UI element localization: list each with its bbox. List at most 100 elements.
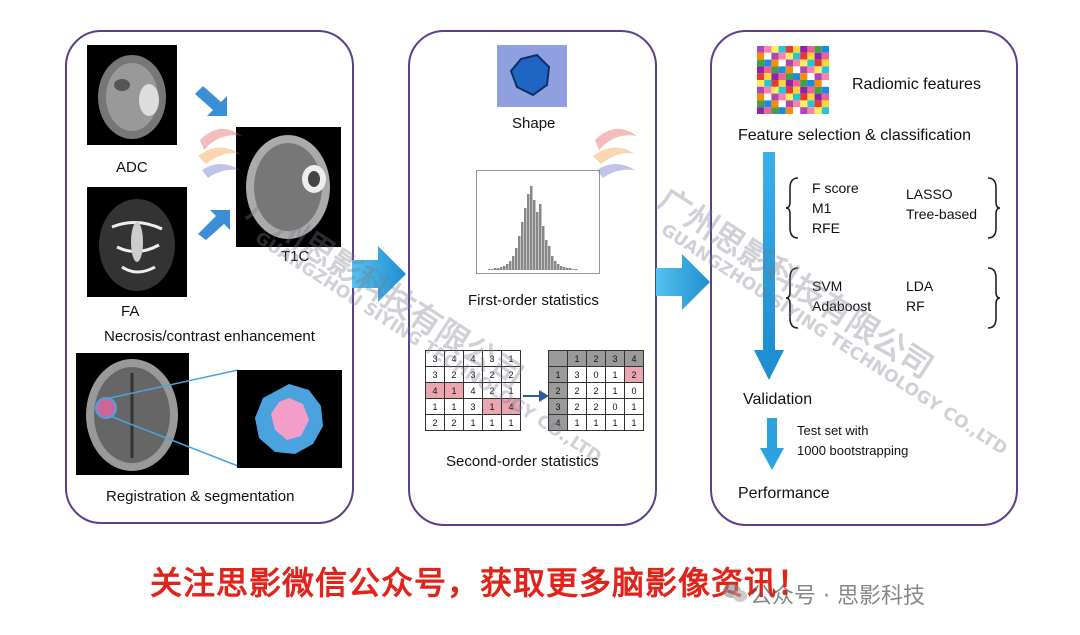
mosaic-cell <box>814 107 822 114</box>
mosaic-cell <box>771 80 779 87</box>
histogram-bar <box>563 267 566 270</box>
second-order-label: Second-order statistics <box>446 453 599 470</box>
mosaic-cell <box>771 107 779 114</box>
mosaic-cell <box>771 66 779 74</box>
wechat-tag: 公众号 · 思影科技 <box>750 584 925 609</box>
t1c-image <box>236 127 341 247</box>
mosaic-cell <box>771 59 779 67</box>
mosaic-cell <box>757 100 765 108</box>
mosaic-cell <box>800 100 808 108</box>
mosaic-cell <box>757 59 765 67</box>
mosaic-cell <box>764 86 772 94</box>
mosaic-cell <box>778 66 786 74</box>
mosaic-cell <box>814 100 822 108</box>
mosaic-cell <box>800 86 808 94</box>
matrix-cell: 2 <box>425 414 445 431</box>
histogram-bar <box>524 208 527 270</box>
histogram-bar <box>515 248 518 270</box>
mosaic-cell <box>793 52 801 60</box>
matrix-header-cell: 1 <box>548 366 568 383</box>
histogram-bar <box>506 264 509 270</box>
matrix-arrow-icon <box>523 390 549 402</box>
mosaic-cell <box>764 93 772 101</box>
matrix-cell: 1 <box>605 382 625 399</box>
matrix-cell: 1 <box>501 382 521 399</box>
performance-label: Performance <box>738 485 830 502</box>
zoom-lines-icon <box>109 369 239 467</box>
mosaic-cell <box>778 73 786 80</box>
matrix-cell: 2 <box>567 398 587 415</box>
mosaic-cell <box>821 93 829 101</box>
matrix-cell: 2 <box>482 366 502 383</box>
mosaic-cell <box>800 80 808 87</box>
matrix-cell: 1 <box>444 398 464 415</box>
mosaic-cell <box>778 52 786 60</box>
mosaic-cell <box>800 107 808 114</box>
necrosis-label: Necrosis/contrast enhancement <box>104 328 315 345</box>
mosaic-cell <box>785 86 793 94</box>
mosaic-cell <box>785 100 793 108</box>
mosaic-cell <box>757 66 765 74</box>
mosaic-cell <box>793 86 801 94</box>
segmentation-image <box>237 370 342 468</box>
mosaic-cell <box>785 93 793 101</box>
histogram-bar <box>530 186 533 270</box>
fa-label: FA <box>121 303 140 320</box>
matrix-cell: 2 <box>444 366 464 383</box>
matrix-cell: 1 <box>482 414 502 431</box>
matrix-cell: 4 <box>501 398 521 415</box>
mosaic-cell <box>785 46 793 53</box>
matrix-cell: 2 <box>586 398 606 415</box>
mosaic-cell <box>785 73 793 80</box>
method-f-score: F score <box>812 180 859 196</box>
mosaic-cell <box>807 107 815 114</box>
mosaic-cell <box>807 59 815 67</box>
histogram-bar <box>491 269 494 270</box>
mosaic-cell <box>778 46 786 53</box>
matrix-cell: 1 <box>624 414 644 431</box>
method-m1: M1 <box>812 200 832 216</box>
matrix-cell: 2 <box>586 382 606 399</box>
histogram-bar <box>545 240 548 270</box>
mosaic-cell <box>793 93 801 101</box>
performance-arrow-icon <box>760 418 784 470</box>
mosaic-cell <box>764 46 772 53</box>
mosaic-cell <box>800 46 808 53</box>
matrix-cell: 2 <box>444 414 464 431</box>
selection-label: Feature selection & classification <box>738 127 971 144</box>
mosaic-cell <box>793 46 801 53</box>
matrix-cell: 0 <box>624 382 644 399</box>
mosaic-cell <box>814 66 822 74</box>
fa-image <box>87 187 187 297</box>
radiomic-features-label: Radiomic features <box>852 76 981 93</box>
promo-text: 关注思影微信公众号，获取更多脑影像资讯！ <box>150 564 811 602</box>
mosaic-cell <box>821 107 829 114</box>
tumor-shape-icon <box>497 45 567 107</box>
histogram-bar <box>548 246 551 270</box>
histogram-bar <box>536 212 539 270</box>
matrix-cell: 4 <box>463 382 483 399</box>
histogram-bar <box>521 222 524 270</box>
matrix-cell: 2 <box>501 366 521 383</box>
matrix-cell: 1 <box>463 414 483 431</box>
right-brace-icon <box>987 267 1000 329</box>
mosaic-cell <box>764 66 772 74</box>
histogram-icon <box>476 170 600 274</box>
mosaic-cell <box>757 46 765 53</box>
histogram-bar <box>512 256 515 270</box>
left-brace-icon <box>786 177 799 239</box>
mosaic-cell <box>785 80 793 87</box>
mosaic-cell <box>771 93 779 101</box>
classifier-rf: RF <box>906 298 925 314</box>
mosaic-cell <box>793 80 801 87</box>
mosaic-cell <box>785 66 793 74</box>
histogram-bar <box>509 261 512 270</box>
mosaic-cell <box>814 52 822 60</box>
right-brace-icon <box>987 177 1000 239</box>
registration-image <box>76 353 189 475</box>
mosaic-cell <box>757 86 765 94</box>
mosaic-cell <box>778 93 786 101</box>
mosaic-cell <box>807 52 815 60</box>
arrow-adc-to-t1c-icon <box>195 86 227 116</box>
